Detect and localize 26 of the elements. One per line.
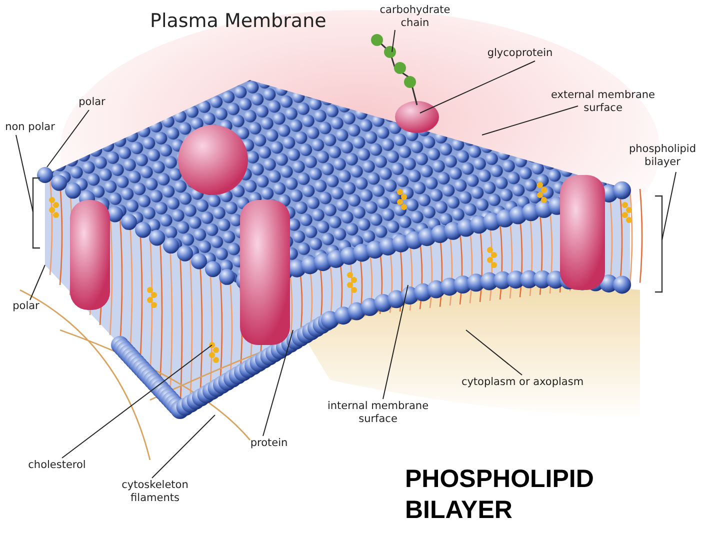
part-label: polar (72, 96, 112, 109)
part-label: cytoplasm or axoplasm (455, 376, 590, 389)
leader-line (62, 344, 212, 458)
part-label: polar (6, 300, 46, 313)
part-label: protein (244, 437, 294, 450)
part-label: carbohydrate chain (370, 4, 460, 30)
leader-line (382, 284, 408, 400)
leader-line (46, 110, 90, 168)
leader-line (420, 60, 536, 114)
part-label: internal membrane surface (318, 400, 438, 426)
leader-line (466, 330, 522, 376)
leader-line (392, 30, 396, 52)
leader-line (152, 414, 216, 478)
part-label: phospholipid bilayer (620, 143, 705, 169)
part-label: glycoprotein (475, 47, 565, 60)
leader-line (662, 172, 676, 240)
part-label: non polar (0, 121, 60, 134)
caption: PHOSPHOLIPID BILAYER (405, 464, 595, 526)
part-label: external membrane surface (538, 89, 668, 115)
part-label: cholesterol (22, 459, 92, 472)
leader-line (16, 134, 34, 212)
leader-line (482, 106, 578, 136)
title: Plasma Membrane (150, 10, 326, 32)
leader-line (30, 264, 46, 300)
part-label: cytoskeleton filaments (110, 479, 200, 505)
leader-line (262, 330, 294, 436)
